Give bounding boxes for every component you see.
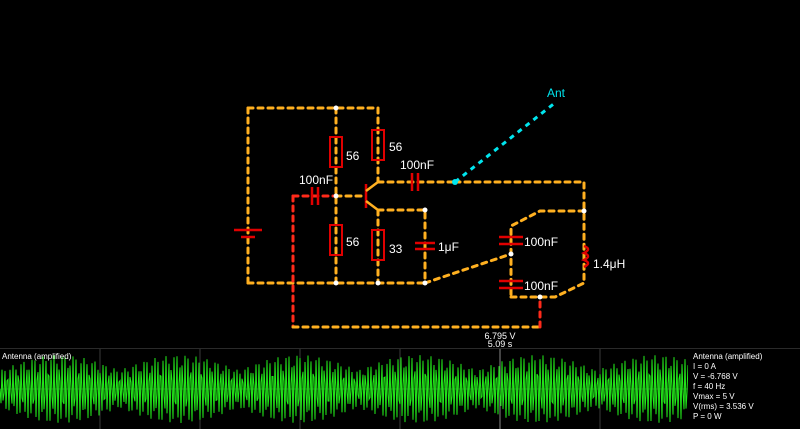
battery-symbol[interactable] — [234, 228, 262, 239]
scope-info-vrms: V(rms) = 3.536 V — [693, 402, 754, 411]
scope-trace — [0, 355, 688, 424]
inductor-symbol[interactable] — [580, 244, 590, 269]
capacitor-collector-label: 100nF — [400, 158, 434, 172]
transistor-symbol[interactable] — [364, 181, 379, 211]
wire-tank-top[interactable] — [453, 180, 586, 213]
scope-info-voltage: V = -6.768 V — [693, 372, 738, 381]
scope-info: Antenna (amplified) I = 0 A V = -6.768 V… — [693, 352, 798, 422]
capacitor-base-label: 100nF — [299, 173, 333, 187]
antenna-wire[interactable] — [454, 100, 557, 184]
circuit-nodes — [333, 105, 587, 300]
antenna-label: Ant — [547, 86, 566, 100]
probe-voltage: 6.795 V — [484, 331, 515, 341]
scope-info-current: I = 0 A — [693, 362, 716, 371]
scope-title: Antenna (amplified) — [2, 352, 72, 361]
capacitor-base[interactable] — [310, 187, 320, 205]
circuit-wires[interactable] — [246, 106, 586, 329]
wire-tank-upper[interactable] — [509, 209, 586, 299]
resistor-emitter-label: 33 — [389, 242, 403, 256]
resistor-top-right-label: 56 — [389, 140, 403, 154]
capacitor-tank-bottom-label: 100nF — [524, 279, 558, 293]
resistor-top-right[interactable] — [371, 129, 385, 161]
resistor-bottom-left-label: 56 — [346, 235, 360, 249]
scope-trace-area[interactable] — [0, 349, 688, 429]
scope-info-frequency: f = 40 Hz — [693, 382, 726, 391]
probe-time: 5.09 s — [487, 339, 513, 349]
wire-emitter[interactable] — [376, 208, 427, 285]
scope-info-power: P = 0 W — [693, 412, 722, 421]
circuit-canvas[interactable]: Ant 56 56 56 33 100nF 100nF 1μF 100nF 10… — [0, 0, 800, 345]
resistor-top-left-label: 56 — [346, 149, 360, 163]
resistor-top-left[interactable] — [329, 136, 343, 168]
scope-info-name: Antenna (amplified) — [693, 352, 763, 361]
capacitor-collector[interactable] — [410, 173, 420, 191]
capacitor-emitter[interactable] — [415, 241, 435, 251]
capacitor-tank-top-label: 100nF — [524, 235, 558, 249]
wire-tank-diag[interactable] — [423, 252, 513, 285]
capacitor-tank-top[interactable] — [499, 235, 523, 246]
inductor-label: 1.4μH — [593, 257, 625, 271]
scope-info-vmax: Vmax = 5 V — [693, 392, 735, 401]
capacitor-tank-bottom[interactable] — [499, 279, 523, 290]
oscilloscope-panel[interactable]: Antenna (amplified) Antenna (amplified) … — [0, 348, 800, 429]
resistor-emitter[interactable] — [371, 229, 385, 261]
resistor-bottom-left[interactable] — [329, 224, 343, 256]
capacitor-emitter-label: 1μF — [438, 240, 459, 254]
